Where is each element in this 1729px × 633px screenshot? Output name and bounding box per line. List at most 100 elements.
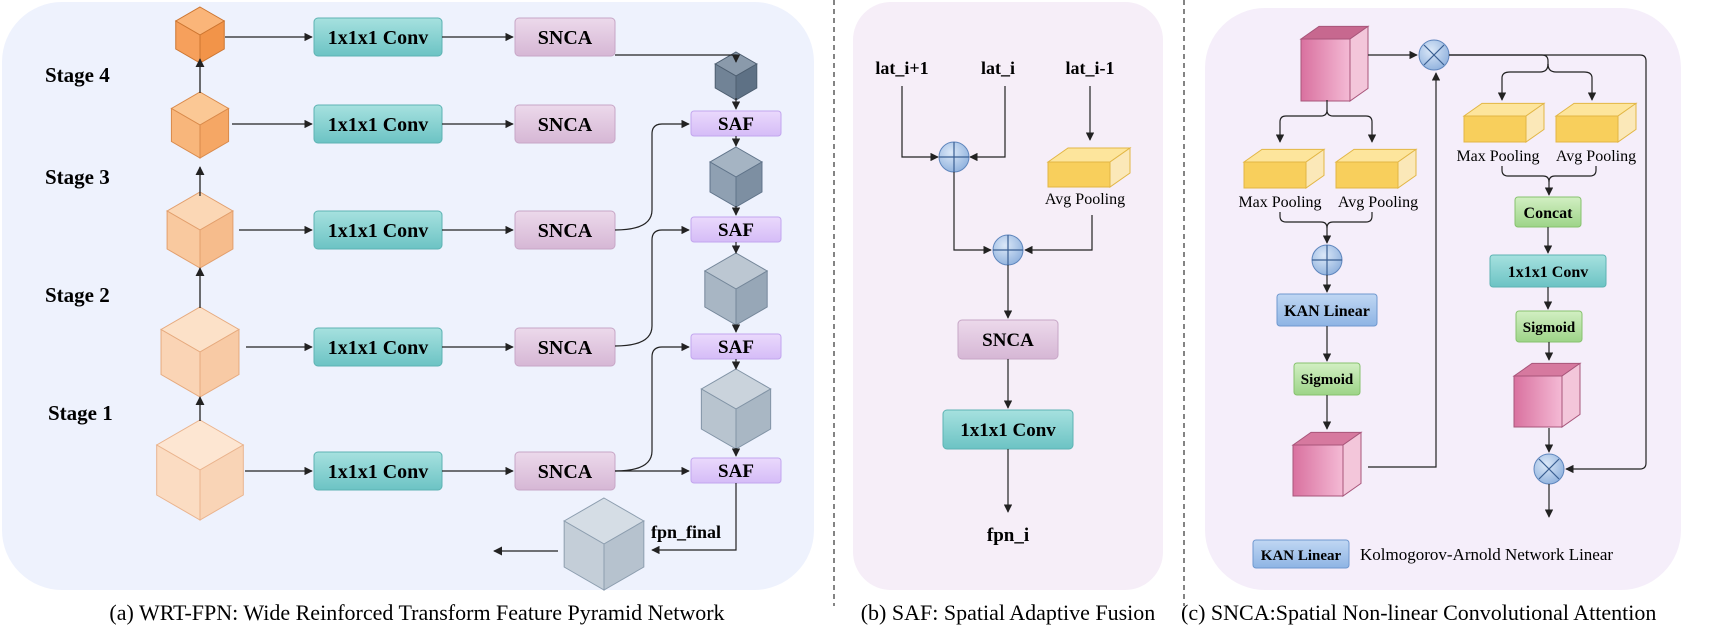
snca-label: SNCA <box>982 330 1034 351</box>
avg-pooling-label: Avg Pooling <box>1338 194 1418 211</box>
fpn-i-label: fpn_i <box>987 525 1029 546</box>
backbone-cube <box>166 191 234 269</box>
sigmoid-label: Sigmoid <box>1301 372 1354 388</box>
snca-block: SNCA <box>514 327 616 367</box>
sigmoid-block: Sigmoid <box>1293 362 1361 396</box>
backbone-cube <box>170 91 230 159</box>
fpn-final-label: fpn_final <box>651 522 721 542</box>
flow-arrow <box>969 86 1006 162</box>
avg-pooling-label: Avg Pooling <box>1045 191 1125 208</box>
saf-label: SAF <box>718 220 754 241</box>
input-label: lat_i+1 <box>875 58 928 78</box>
saf-block: SAF <box>690 333 782 360</box>
max-pool-block <box>1462 102 1546 143</box>
lateral-branch <box>614 119 690 231</box>
flow-arrow <box>651 483 737 555</box>
panel-c-background <box>1205 8 1681 590</box>
conv-label: 1x1x1 Conv <box>328 461 429 483</box>
max-pool-block <box>1242 148 1326 189</box>
sigmoid-label: Sigmoid <box>1523 320 1576 336</box>
stage-label: Stage 2 <box>45 283 110 307</box>
input-feature-cube <box>1299 25 1370 102</box>
flow-arrow <box>1326 109 1377 143</box>
snca-block: SNCA <box>514 210 616 250</box>
kan-linear-label: KAN Linear <box>1284 303 1370 320</box>
attention-cube <box>1512 362 1582 428</box>
flow-arrow <box>1449 54 1647 474</box>
attention-cube <box>1291 431 1363 497</box>
flow-arrow <box>1497 63 1549 101</box>
feature-cube <box>703 252 769 326</box>
panel-a-background <box>2 2 814 590</box>
input-label: lat_i <box>981 58 1015 78</box>
conv-label: 1x1x1 Conv <box>328 114 429 136</box>
conv-block: 1x1x1 Conv <box>313 210 443 250</box>
panel-b: lat_i+1 lat_i lat_i-1 Avg Pooling SNCA 1 <box>861 58 1156 625</box>
saf-block: SAF <box>690 216 782 243</box>
backbone-cube <box>174 6 226 64</box>
backbone-cube <box>155 419 245 521</box>
legend-key: KAN Linear <box>1261 548 1342 564</box>
saf-label: SAF <box>718 114 754 135</box>
conv-block: 1x1x1 Conv <box>313 17 443 57</box>
snca-label: SNCA <box>538 114 593 136</box>
flow-arrow <box>1275 100 1328 143</box>
saf-label: SAF <box>718 461 754 482</box>
flow-arrow <box>1326 212 1373 229</box>
panel-b-caption: (b) SAF: Spatial Adaptive Fusion <box>861 600 1156 625</box>
conv-block: 1x1x1 Conv <box>313 327 443 367</box>
flow-arrow <box>953 172 992 255</box>
panel-a-caption: (a) WRT-FPN: Wide Reinforced Transform F… <box>109 600 724 625</box>
feature-cube <box>709 146 763 208</box>
multiply-operator <box>1418 39 1450 71</box>
lateral-branch <box>614 342 690 472</box>
saf-block: SAF <box>690 457 782 484</box>
flow-arrow <box>1501 166 1554 196</box>
stage-label: Stage 3 <box>45 165 110 189</box>
snca-block: SNCA <box>514 17 616 57</box>
flow-arrow <box>1024 215 1093 255</box>
legend-text: Kolmogorov-Arnold Network Linear <box>1360 545 1613 564</box>
input-label: lat_i-1 <box>1066 58 1115 78</box>
avg-pool-block <box>1554 102 1638 143</box>
add-operator <box>1311 244 1343 276</box>
panel-a: Stage 4 Stage 3 Stage 2 Stage 1 1x1x1 Co… <box>45 6 782 625</box>
saf-block: SAF <box>690 110 782 137</box>
snca-block: SNCA <box>514 104 616 144</box>
conv-block: 1x1x1 Conv <box>1489 254 1607 288</box>
max-pooling-label: Max Pooling <box>1456 148 1539 165</box>
flow-arrow <box>1368 72 1441 468</box>
conv-label: 1x1x1 Conv <box>328 220 429 242</box>
saf-label: SAF <box>718 337 754 358</box>
max-pooling-label: Max Pooling <box>1238 194 1321 211</box>
snca-block: SNCA <box>957 319 1059 360</box>
multiply-operator <box>1533 453 1565 485</box>
snca-block: SNCA <box>514 451 616 491</box>
feature-cube <box>714 51 758 101</box>
add-operator <box>938 141 970 173</box>
add-operator <box>992 234 1024 266</box>
flow-arrow <box>615 54 741 63</box>
avg-pool-block <box>1046 147 1132 188</box>
flow-arrow <box>1279 212 1332 244</box>
concat-block: Concat <box>1514 196 1582 228</box>
stage-label: Stage 4 <box>45 63 110 87</box>
snca-label: SNCA <box>538 461 593 483</box>
snca-label: SNCA <box>538 220 593 242</box>
conv-block: 1x1x1 Conv <box>313 451 443 491</box>
conv-label: 1x1x1 Conv <box>328 337 429 359</box>
flow-arrow <box>1547 63 1597 101</box>
feature-cube <box>700 368 772 450</box>
avg-pool-block <box>1334 148 1418 189</box>
flow-arrow <box>1548 166 1597 183</box>
feature-cube <box>563 497 645 591</box>
concat-label: Concat <box>1524 205 1574 222</box>
kan-linear-block: KAN Linear <box>1276 293 1378 327</box>
conv-block: 1x1x1 Conv <box>313 104 443 144</box>
flow-arrow <box>901 86 939 162</box>
panel-c: Max Pooling Avg Pooling KAN Linear Sigmo… <box>1181 25 1656 625</box>
snca-label: SNCA <box>538 27 593 49</box>
conv-label: 1x1x1 Conv <box>960 420 1056 441</box>
lateral-branch <box>614 225 690 347</box>
